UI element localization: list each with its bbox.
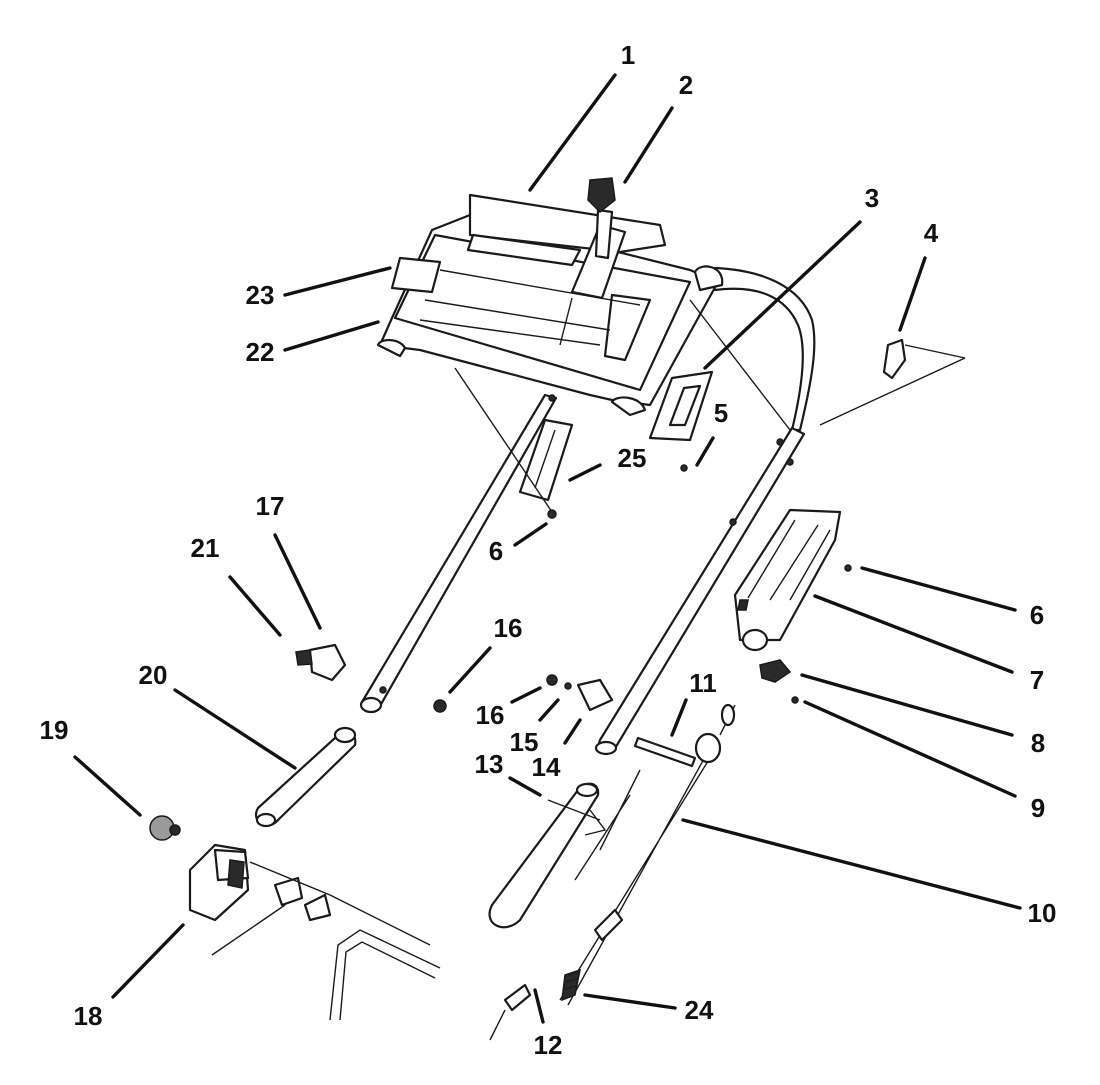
callout-16a: 16: [494, 613, 523, 643]
callout-9: 9: [1031, 793, 1045, 823]
leader-20: [173, 688, 297, 770]
leader-18: [111, 923, 185, 999]
callout-18: 18: [74, 1001, 103, 1031]
leader-13: [508, 776, 542, 797]
latch-8: [759, 659, 792, 683]
callout-4: 4: [924, 218, 939, 248]
callout-16b: 16: [476, 700, 505, 730]
callout-15: 15: [510, 727, 539, 757]
callout-13: 13: [475, 749, 504, 779]
callout-3: 3: [865, 183, 879, 213]
leader-6a: [513, 522, 548, 547]
callout-24: 24: [685, 995, 714, 1025]
callout-11: 11: [689, 668, 717, 698]
leader-9: [803, 700, 1017, 798]
leader-2: [623, 106, 674, 184]
callout-6a: 6: [489, 536, 503, 566]
leader-6b: [860, 566, 1017, 612]
callout-1: 1: [621, 40, 635, 70]
leader-10: [681, 818, 1022, 910]
callout-labels: 1 2 3 4 5 25 6 6 7 8 9 10 11 12 13 14 15…: [40, 40, 1057, 1060]
leader-7: [813, 594, 1014, 674]
control-box-18: [188, 843, 250, 922]
callout-14: 14: [532, 752, 561, 782]
bracket-25: [518, 418, 574, 502]
callout-20: 20: [139, 660, 168, 690]
shift-lever: [559, 177, 627, 346]
leader-14: [563, 718, 582, 745]
leader-23: [283, 266, 392, 297]
callout-8: 8: [1031, 728, 1045, 758]
leader-24: [583, 993, 677, 1010]
callout-17: 17: [256, 491, 285, 521]
leader-25: [568, 463, 602, 482]
decal-23: [390, 256, 442, 294]
leader-lines: [73, 73, 1022, 1024]
leader-12: [533, 988, 545, 1024]
callout-25: 25: [618, 443, 647, 473]
bracket-3: [648, 370, 714, 442]
lower-handle-13: [488, 782, 607, 929]
lower-bracket: [211, 861, 441, 1021]
leader-21: [228, 575, 282, 637]
callout-2: 2: [679, 70, 693, 100]
leader-8: [800, 673, 1014, 737]
callout-21: 21: [191, 533, 220, 563]
spring-24: [561, 968, 581, 1002]
leader-17: [273, 533, 322, 630]
callout-5: 5: [714, 398, 728, 428]
control-panel: [376, 177, 724, 417]
leader-16a: [448, 646, 492, 694]
knob-19: [149, 815, 181, 841]
callout-22: 22: [246, 337, 275, 367]
cover-7: [733, 508, 842, 652]
clamp-14: [576, 678, 614, 712]
leader-22: [283, 320, 380, 352]
leader-16b: [510, 686, 542, 704]
leader-19: [73, 755, 142, 817]
bolt-11: [633, 736, 697, 768]
parts-drawing: [149, 177, 966, 1041]
callout-23: 23: [246, 280, 275, 310]
callout-7: 7: [1030, 665, 1044, 695]
leader-3: [703, 220, 862, 370]
leader-4: [898, 256, 927, 332]
wing-bolt-4: [882, 338, 907, 380]
leader-5: [695, 436, 715, 467]
left-handle-tube: [359, 393, 558, 714]
grip-20: [255, 726, 357, 828]
callout-12: 12: [534, 1030, 563, 1060]
leader-11: [670, 698, 688, 737]
callout-10: 10: [1028, 898, 1057, 928]
callout-19: 19: [40, 715, 69, 745]
leader-1: [528, 73, 617, 192]
leader-15: [538, 698, 560, 722]
switch-17: [295, 643, 347, 682]
callout-6b: 6: [1030, 600, 1044, 630]
cable-10: [489, 703, 736, 1041]
